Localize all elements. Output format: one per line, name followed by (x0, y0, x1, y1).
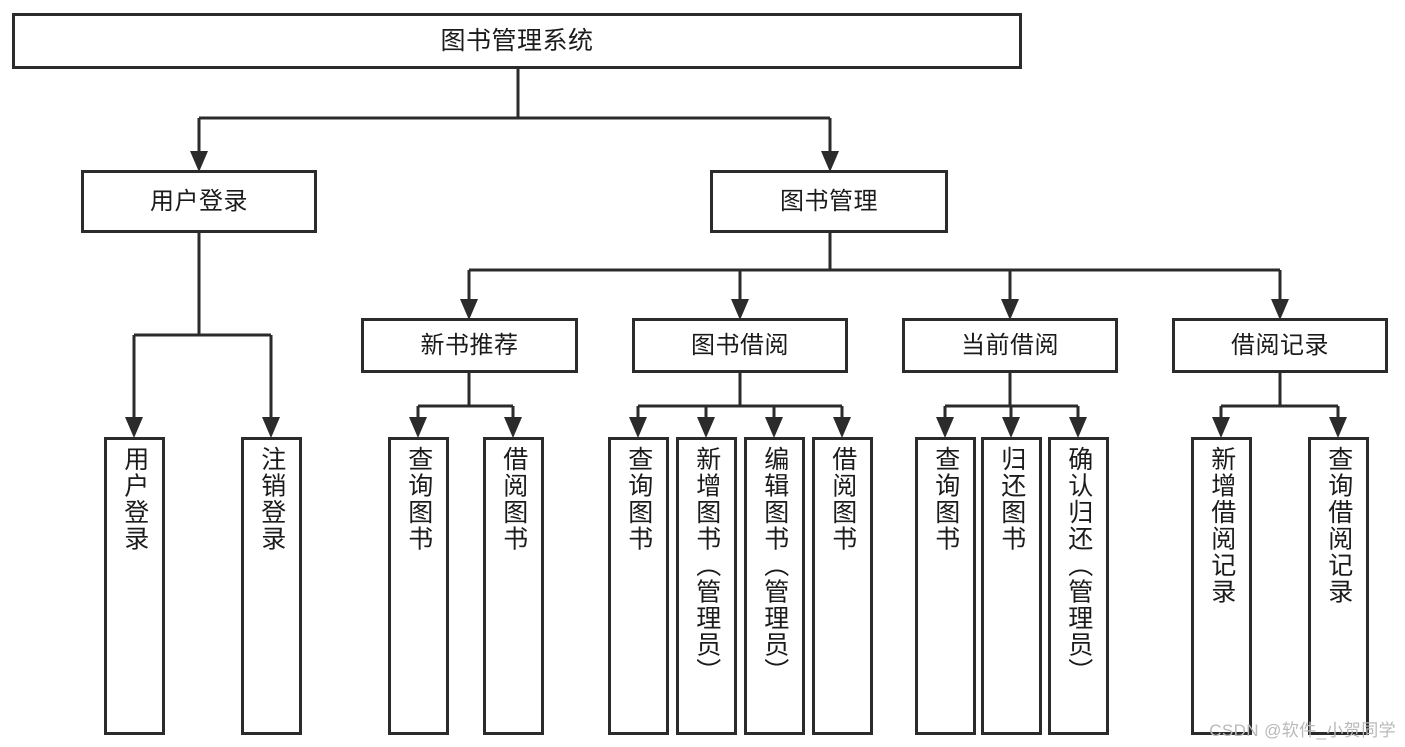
node-book-borrow-label: 图书借阅 (691, 331, 789, 359)
node-new-book-recommend[interactable]: 新书推荐 (361, 318, 578, 373)
leaf-current-borrow-query[interactable]: 查询图书 (915, 437, 976, 735)
arrowhead-borrow-record (1271, 299, 1289, 320)
leaf-current-borrow-return-label: 归还图书 (997, 446, 1026, 552)
leaf-book-borrow-add-label: 新增图书（管理员） (692, 446, 721, 685)
arrowhead-leaf-new-book-2 (504, 417, 522, 438)
arrowhead-new-book (460, 299, 478, 320)
arrowhead-leaf-user-login-2 (262, 417, 280, 438)
node-user-login-label: 用户登录 (150, 187, 248, 215)
node-user-login[interactable]: 用户登录 (81, 170, 317, 233)
arrowhead-leaf-book-borrow-2 (697, 417, 715, 438)
leaf-borrow-record-add[interactable]: 新增借阅记录 (1191, 437, 1252, 735)
leaf-new-book-query[interactable]: 查询图书 (388, 437, 449, 735)
leaf-user-login-logout[interactable]: 注销登录 (241, 437, 302, 735)
node-current-borrow[interactable]: 当前借阅 (902, 318, 1118, 373)
arrowhead-leaf-current-borrow-2 (1002, 417, 1020, 438)
leaf-user-login-login[interactable]: 用户登录 (104, 437, 165, 735)
node-book-management-label: 图书管理 (780, 187, 878, 215)
leaf-book-borrow-add[interactable]: 新增图书（管理员） (676, 437, 737, 735)
csdn-watermark: CSDN @软件_小贺同学 (1209, 721, 1396, 740)
leaf-book-borrow-borrow[interactable]: 借阅图书 (812, 437, 873, 735)
node-borrow-record-label: 借阅记录 (1231, 331, 1329, 359)
leaf-borrow-record-add-label: 新增借阅记录 (1207, 446, 1236, 605)
arrowhead-leaf-new-book-1 (409, 417, 427, 438)
arrowhead-book-manage (821, 151, 839, 172)
arrowhead-leaf-book-borrow-3 (765, 417, 783, 438)
arrowhead-current-borrow (1001, 299, 1019, 320)
node-book-management[interactable]: 图书管理 (710, 170, 948, 233)
leaf-current-borrow-confirm-label: 确认归还（管理员） (1064, 446, 1093, 685)
arrowhead-leaf-current-borrow-1 (936, 417, 954, 438)
leaf-book-borrow-query-label: 查询图书 (624, 446, 653, 552)
leaf-current-borrow-return[interactable]: 归还图书 (981, 437, 1042, 735)
leaf-new-book-query-label: 查询图书 (404, 446, 433, 552)
leaf-user-login-login-label: 用户登录 (120, 446, 149, 552)
node-book-borrow[interactable]: 图书借阅 (632, 318, 848, 373)
arrowhead-leaf-book-borrow-4 (833, 417, 851, 438)
arrowhead-leaf-borrow-record-2 (1329, 417, 1347, 438)
node-current-borrow-label: 当前借阅 (961, 331, 1059, 359)
leaf-new-book-borrow-label: 借阅图书 (499, 446, 528, 552)
leaf-new-book-borrow[interactable]: 借阅图书 (483, 437, 544, 735)
node-new-book-recommend-label: 新书推荐 (420, 331, 519, 359)
leaf-book-borrow-borrow-label: 借阅图书 (828, 446, 857, 552)
arrowhead-book-borrow (731, 299, 749, 320)
node-root-system[interactable]: 图书管理系统 (12, 13, 1022, 69)
leaf-borrow-record-query[interactable]: 查询借阅记录 (1308, 437, 1369, 735)
arrowhead-leaf-borrow-record-1 (1212, 417, 1230, 438)
arrowhead-leaf-user-login-1 (125, 417, 143, 438)
arrowhead-leaf-book-borrow-1 (629, 417, 647, 438)
leaf-current-borrow-confirm[interactable]: 确认归还（管理员） (1048, 437, 1109, 735)
leaf-borrow-record-query-label: 查询借阅记录 (1324, 446, 1353, 605)
leaf-user-login-logout-label: 注销登录 (257, 446, 286, 552)
leaf-book-borrow-query[interactable]: 查询图书 (608, 437, 669, 735)
leaf-book-borrow-edit-label: 编辑图书（管理员） (760, 446, 789, 685)
node-borrow-record[interactable]: 借阅记录 (1172, 318, 1388, 373)
arrowhead-user-login (190, 151, 208, 172)
node-root-system-label: 图书管理系统 (440, 26, 594, 55)
arrowhead-leaf-current-borrow-3 (1069, 417, 1087, 438)
leaf-current-borrow-query-label: 查询图书 (931, 446, 960, 552)
leaf-book-borrow-edit[interactable]: 编辑图书（管理员） (744, 437, 805, 735)
